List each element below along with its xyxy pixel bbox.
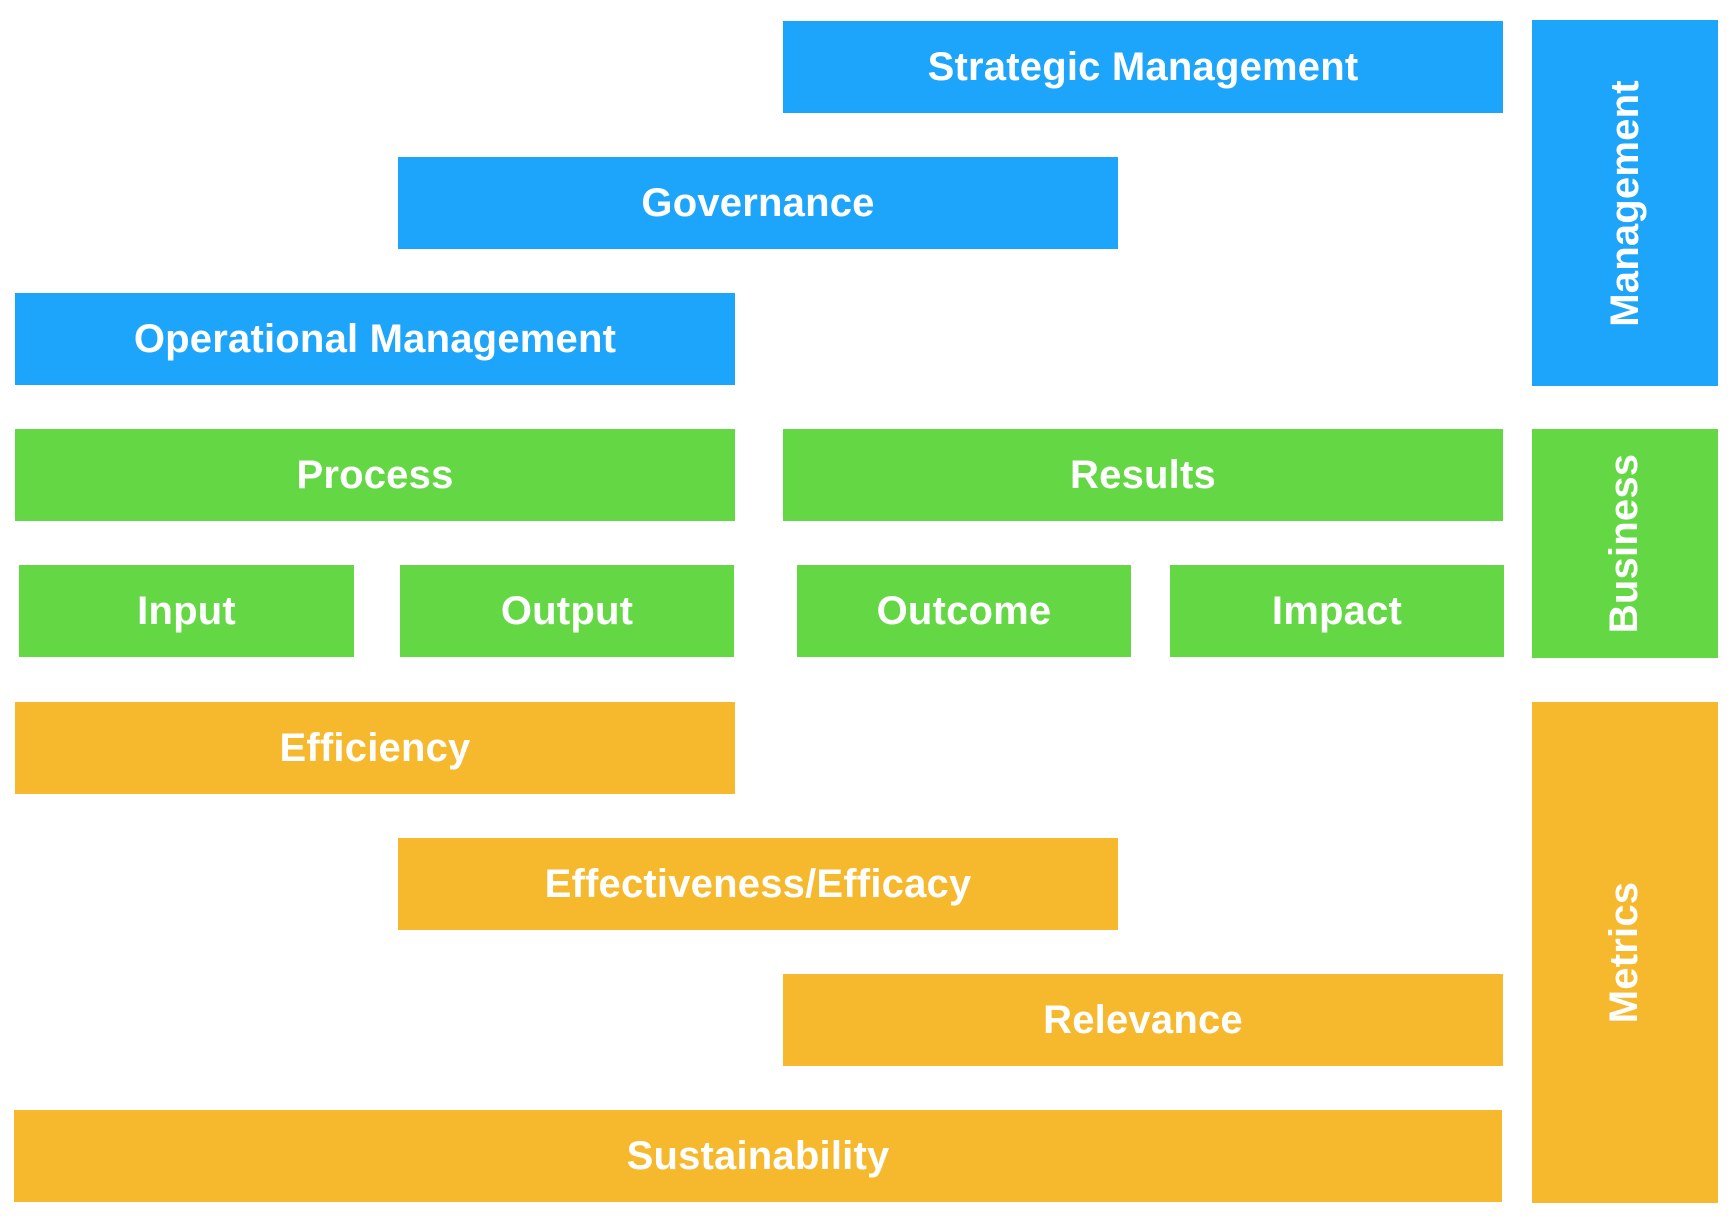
output-label: Output	[500, 588, 634, 633]
business-results-block: Results	[783, 429, 1503, 521]
business-output-block: Output	[400, 565, 734, 657]
management-operational-block: Operational Management	[15, 293, 735, 385]
metrics-efficiency-block: Efficiency	[15, 702, 735, 794]
strategic-management-label: Strategic Management	[927, 44, 1359, 89]
category-management-label: Management	[1602, 79, 1647, 327]
category-management-column: Management	[1532, 20, 1718, 386]
efficiency-label: Efficiency	[279, 725, 471, 770]
metrics-sustainability-block: Sustainability	[14, 1110, 1502, 1202]
input-label: Input	[137, 588, 236, 633]
business-input-block: Input	[19, 565, 354, 657]
metrics-relevance-block: Relevance	[783, 974, 1503, 1066]
category-business-label: Business	[1602, 453, 1647, 634]
process-label: Process	[296, 452, 454, 497]
management-strategic-block: Strategic Management	[783, 21, 1503, 113]
operational-management-label: Operational Management	[133, 316, 617, 361]
outcome-label: Outcome	[876, 588, 1052, 633]
governance-label: Governance	[641, 180, 875, 225]
management-governance-block: Governance	[398, 157, 1118, 249]
results-label: Results	[1070, 452, 1216, 497]
impact-label: Impact	[1271, 588, 1403, 633]
business-process-block: Process	[15, 429, 735, 521]
metrics-effectiveness-block: Effectiveness/Efficacy	[398, 838, 1118, 930]
category-metrics-label: Metrics	[1602, 881, 1647, 1024]
category-business-column: Business	[1532, 429, 1718, 658]
business-impact-block: Impact	[1170, 565, 1504, 657]
sustainability-label: Sustainability	[626, 1133, 890, 1178]
relevance-label: Relevance	[1043, 997, 1243, 1042]
category-metrics-column: Metrics	[1532, 702, 1718, 1203]
effectiveness-label: Effectiveness/Efficacy	[544, 861, 972, 906]
business-outcome-block: Outcome	[797, 565, 1131, 657]
